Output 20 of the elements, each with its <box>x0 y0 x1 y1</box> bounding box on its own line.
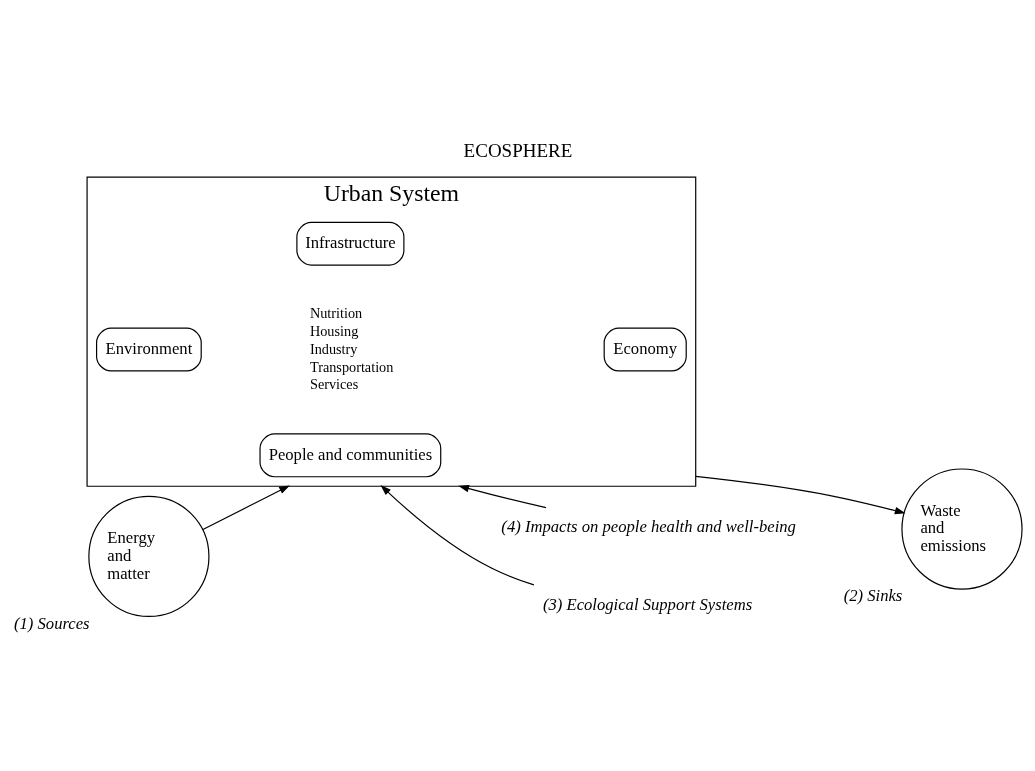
arrow <box>694 475 906 515</box>
label: Industry <box>309 340 357 357</box>
label: Nutrition <box>309 305 362 322</box>
label: Transportation <box>309 358 393 375</box>
node-text: (3) Ecological Support Systems <box>542 594 752 614</box>
node-text: (4) Impacts on people health and well-being <box>500 517 796 537</box>
arrow <box>379 485 534 586</box>
node-circle: Waste and emissions <box>900 468 1023 590</box>
label: Housing <box>309 322 358 339</box>
node-label: (1) Sources <box>13 613 90 633</box>
node-box: People and communities <box>258 433 441 478</box>
node-box: Environment <box>95 327 202 372</box>
node-box: Infrastructure <box>295 221 404 266</box>
node-label: (2) Sinks <box>843 586 902 606</box>
node-circle: Energy and matter <box>87 495 210 617</box>
diagram-title: ECOSPHERE <box>463 139 572 161</box>
node-box: Economy <box>603 327 687 372</box>
label: Services <box>309 376 358 393</box>
arrow <box>457 484 547 509</box>
arrow <box>201 485 290 531</box>
